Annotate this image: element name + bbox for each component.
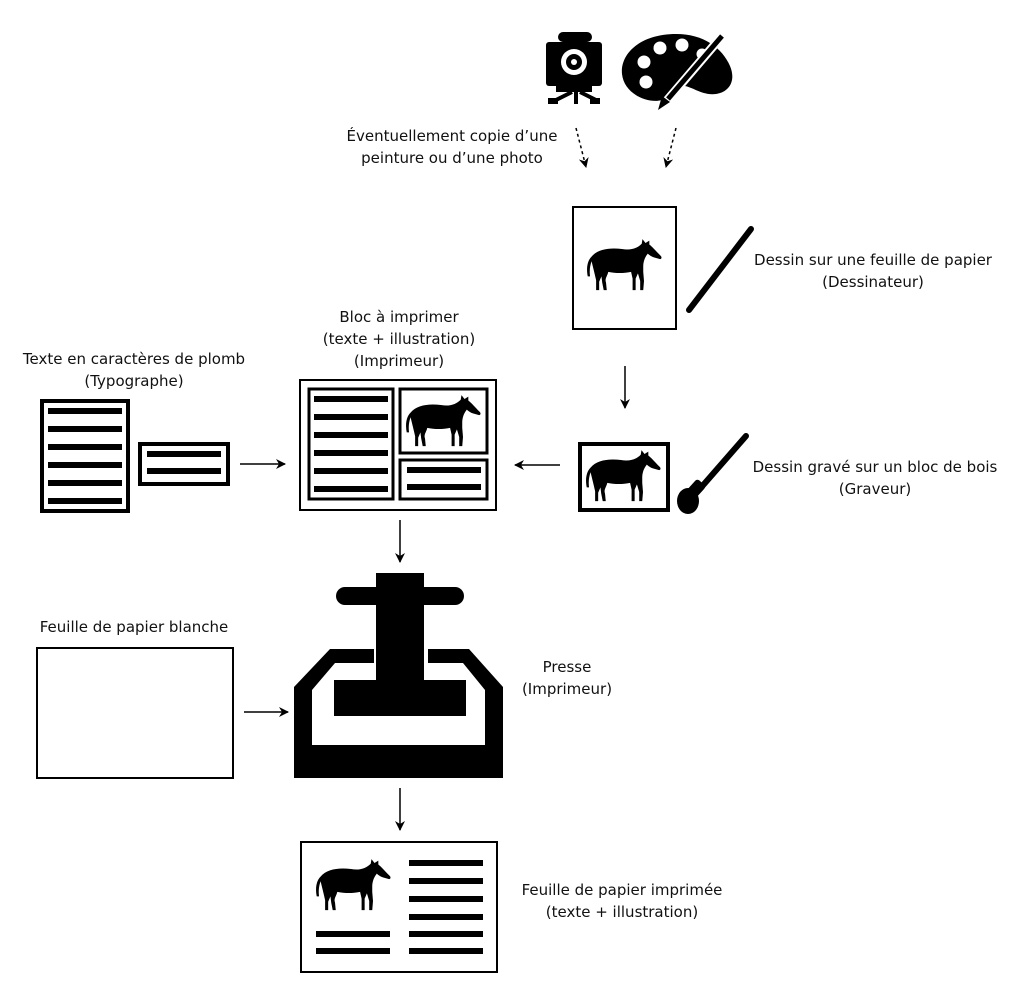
drawing-label: Dessin sur une feuille de papier (Dessin… <box>754 249 992 293</box>
press-label: Presse (Imprimeur) <box>522 656 612 700</box>
blank-sheet <box>36 647 234 779</box>
block-line-3: (Imprimeur) <box>353 352 445 370</box>
press-icon <box>294 573 503 778</box>
brush-icon <box>658 33 726 110</box>
type-column <box>40 399 130 513</box>
drawing-sheet <box>572 206 677 330</box>
printed-sheet-label: Feuille de papier imprimée (texte + illu… <box>522 879 723 923</box>
source-note-label: Éventuellement copie d’une peinture ou d… <box>347 125 558 169</box>
block-line-2: (texte + illustration) <box>322 330 476 348</box>
block-line-1: Bloc à imprimer <box>339 308 459 326</box>
blank-sheet-line-1: Feuille de papier blanche <box>39 618 229 636</box>
engraving-line-2: (Graveur) <box>838 480 912 498</box>
printing-block-label: Bloc à imprimer (texte + illustration) (… <box>323 306 475 372</box>
printed-sheet <box>300 841 498 973</box>
burin-icon <box>677 433 749 514</box>
engraving-line-1: Dessin gravé sur un bloc de bois <box>752 458 998 476</box>
engraving-label: Dessin gravé sur un bloc de bois (Graveu… <box>753 456 998 500</box>
source-note-line-1: Éventuellement copie d’une <box>346 127 558 145</box>
press-line-1: Presse <box>542 658 592 676</box>
camera-icon <box>546 32 602 104</box>
press-line-2: (Imprimeur) <box>521 680 613 698</box>
wood-block <box>578 442 670 512</box>
blank-sheet-label: Feuille de papier blanche <box>40 616 229 638</box>
drawing-line-2: (Dessinateur) <box>822 273 924 291</box>
drawing-line-1: Dessin sur une feuille de papier <box>754 251 992 269</box>
printing-block <box>299 379 497 511</box>
pencil-icon <box>686 226 754 313</box>
type-line-1: Texte en caractères de plomb <box>22 350 246 368</box>
type-line-block <box>138 442 230 486</box>
printed-sheet-line-1: Feuille de papier imprimée <box>521 881 723 899</box>
arrow-icon <box>240 366 630 831</box>
type-line-2: (Typographe) <box>84 372 184 390</box>
type-label: Texte en caractères de plomb (Typographe… <box>23 348 245 392</box>
printed-sheet-line-2: (texte + illustration) <box>545 903 699 921</box>
source-note-line-2: peinture ou d’une photo <box>361 149 543 167</box>
dashed-arrows <box>575 127 677 168</box>
